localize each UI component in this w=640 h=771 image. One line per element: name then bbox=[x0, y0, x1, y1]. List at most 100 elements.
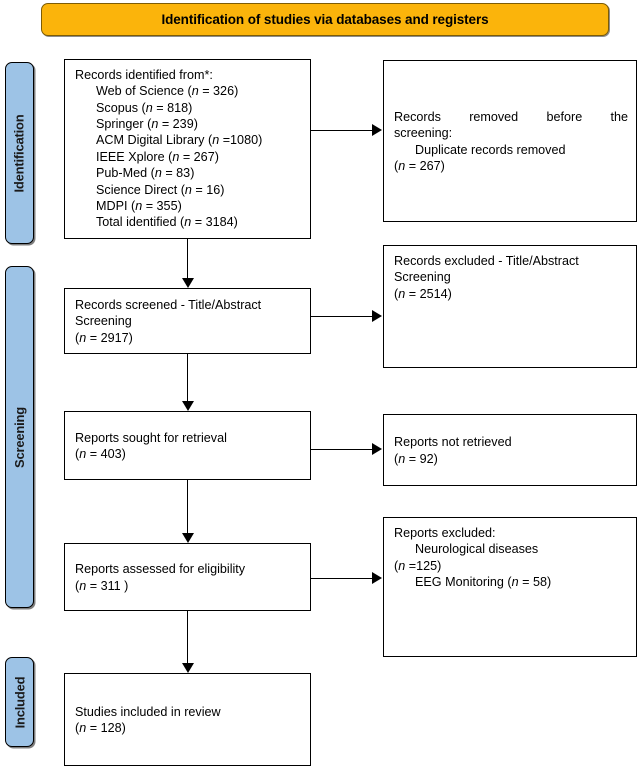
reports-sought-line1: Reports sought for retrieval bbox=[75, 430, 227, 445]
source-label: IEEE Xplore bbox=[96, 149, 165, 164]
studies-included-line1: Studies included in review bbox=[75, 704, 221, 719]
arrow-down-icon bbox=[182, 533, 194, 543]
n-italic: n bbox=[145, 100, 153, 115]
n-italic: n bbox=[79, 330, 87, 345]
records-removed-item: Duplicate records removed bbox=[415, 142, 566, 157]
source-count: = 818) bbox=[152, 100, 193, 115]
source-row-springer: Springer (n = 239) bbox=[96, 117, 198, 132]
source-label: Pub-Med bbox=[96, 166, 148, 181]
n-italic: n bbox=[79, 721, 87, 735]
records-removed-line2: screening: bbox=[394, 126, 453, 141]
connector-identified-to-removed bbox=[311, 130, 373, 131]
records-excluded-line1: Records excluded - Title/Abstract bbox=[394, 254, 579, 268]
connector-sought-to-assessed bbox=[187, 480, 188, 533]
source-count: = 3184) bbox=[191, 215, 238, 230]
n-italic: n bbox=[184, 182, 192, 197]
source-label: MDPI bbox=[96, 198, 128, 213]
n-italic: n bbox=[212, 133, 220, 148]
source-count: = 83) bbox=[161, 166, 195, 181]
node-reports-excluded-eligibility: Reports excluded: Neurological diseases … bbox=[383, 517, 637, 657]
reports-assessed-line1: Reports assessed for eligibility bbox=[75, 562, 246, 577]
arrow-right-icon bbox=[372, 310, 382, 322]
source-label: Science Direct bbox=[96, 182, 178, 197]
arrow-down-icon bbox=[182, 401, 194, 411]
records-removed-count: (n = 267) bbox=[394, 158, 445, 173]
reports-not-retrieved-count: (n = 92) bbox=[394, 451, 438, 466]
source-row-ieee-xplore: IEEE Xplore (n = 267) bbox=[96, 149, 219, 164]
studies-included-count: (n = 128) bbox=[75, 721, 126, 735]
stage-label-identification-text: Identification bbox=[12, 113, 27, 193]
node-reports-assessed: Reports assessed for eligibility (n = 31… bbox=[64, 543, 311, 611]
source-label: Springer bbox=[96, 117, 144, 132]
banner-title: Identification of studies via databases … bbox=[161, 12, 489, 27]
reports-sought-count: (n = 403) bbox=[75, 447, 126, 461]
connector-assessed-to-included bbox=[187, 611, 188, 663]
node-records-removed: Records removed before the screening: Du… bbox=[383, 60, 637, 222]
node-records-screened: Records screened - Title/Abstract Screen… bbox=[64, 288, 311, 354]
source-row-total-identified: Total identified (n = 3184) bbox=[96, 215, 238, 230]
records-excluded-count: (n = 2514) bbox=[394, 286, 452, 301]
arrow-down-icon bbox=[182, 663, 194, 673]
source-row-science-direct: Science Direct (n = 16) bbox=[96, 182, 225, 197]
n-italic: n bbox=[79, 447, 87, 461]
n-italic: n bbox=[151, 117, 159, 132]
node-reports-not-retrieved: Reports not retrieved (n = 92) bbox=[383, 414, 637, 486]
n-italic: n bbox=[398, 286, 406, 301]
reports-excluded-item2: EEG Monitoring (n = 58) bbox=[415, 575, 552, 590]
arrow-right-icon bbox=[372, 572, 382, 584]
records-screened-line2: Screening bbox=[75, 314, 132, 329]
stage-label-screening-text: Screening bbox=[12, 406, 27, 468]
connector-screened-to-sought bbox=[187, 354, 188, 401]
n-italic: n bbox=[172, 149, 180, 164]
n-italic: n bbox=[79, 578, 87, 593]
reports-not-retrieved-line1: Reports not retrieved bbox=[394, 435, 512, 450]
reports-excluded-heading: Reports excluded: bbox=[394, 526, 496, 540]
source-row-mdpi: MDPI (n = 355) bbox=[96, 198, 182, 213]
stage-label-included-text: Included bbox=[12, 676, 28, 728]
records-excluded-line2: Screening bbox=[394, 270, 451, 285]
connector-assessed-to-excluded bbox=[311, 578, 373, 579]
connector-screened-to-excluded bbox=[311, 316, 373, 317]
source-count: = 355) bbox=[142, 198, 182, 213]
reports-excluded-item1-count: (n =125) bbox=[394, 558, 442, 573]
connector-sought-to-not-retrieved bbox=[311, 449, 373, 450]
source-count: = 267) bbox=[179, 149, 219, 164]
n-italic: n bbox=[154, 166, 162, 181]
source-count: =1080) bbox=[219, 133, 263, 148]
stage-label-identification: Identification bbox=[5, 62, 34, 244]
source-label: ACM Digital Library bbox=[96, 133, 205, 148]
records-identified-heading: Records identified from*: bbox=[75, 68, 213, 82]
node-studies-included: Studies included in review (n = 128) bbox=[64, 673, 311, 766]
stage-label-included: Included bbox=[5, 657, 34, 747]
n-italic: n bbox=[191, 84, 199, 99]
n-italic: n bbox=[184, 215, 192, 230]
arrow-right-icon bbox=[372, 443, 382, 455]
stage-label-screening: Screening bbox=[5, 266, 34, 608]
reports-assessed-count: (n = 311 ) bbox=[75, 578, 129, 593]
arrow-right-icon bbox=[372, 124, 382, 136]
n-italic: n bbox=[511, 575, 519, 590]
source-row-scopus: Scopus (n = 818) bbox=[96, 100, 193, 115]
diagram-banner: Identification of studies via databases … bbox=[41, 3, 609, 36]
source-count: = 239) bbox=[158, 117, 198, 132]
records-removed-line1: Records removed before the bbox=[394, 109, 628, 124]
records-screened-count: (n = 2917) bbox=[75, 330, 133, 345]
node-reports-sought: Reports sought for retrieval (n = 403) bbox=[64, 411, 311, 480]
arrow-down-icon bbox=[182, 278, 194, 288]
source-label: Total identified bbox=[96, 215, 177, 230]
source-label: Scopus bbox=[96, 100, 139, 115]
n-italic: n bbox=[398, 158, 406, 173]
n-italic: n bbox=[398, 451, 406, 466]
source-row-acm-digital-library: ACM Digital Library (n =1080) bbox=[96, 133, 263, 148]
node-records-excluded-screening: Records excluded - Title/Abstract Screen… bbox=[383, 245, 637, 368]
n-italic: n bbox=[398, 558, 406, 573]
source-label: Web of Science bbox=[96, 84, 184, 99]
n-italic: n bbox=[135, 198, 143, 213]
source-count: = 16) bbox=[191, 182, 225, 197]
source-row-web-of-science: Web of Science (n = 326) bbox=[96, 84, 239, 99]
source-row-pub-med: Pub-Med (n = 83) bbox=[96, 166, 195, 181]
reports-excluded-item1: Neurological diseases bbox=[415, 542, 539, 557]
connector-identified-to-screened bbox=[187, 239, 188, 279]
node-records-identified: Records identified from*: Web of Science… bbox=[64, 59, 311, 239]
